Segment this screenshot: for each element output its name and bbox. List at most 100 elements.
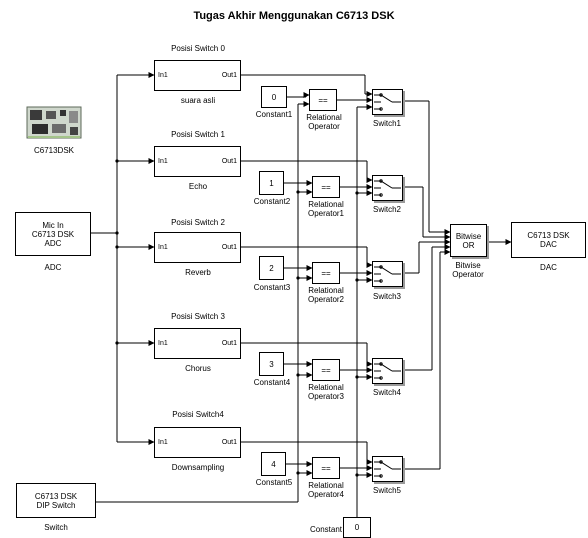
constant-block-bottom[interactable]: 0	[343, 517, 371, 538]
constant-block-2[interactable]: 1	[259, 171, 284, 195]
switch-block-2[interactable]	[372, 175, 403, 201]
constant-block-5[interactable]: 4	[261, 452, 286, 476]
dip-line1: C6713 DSK	[35, 492, 77, 501]
subsystem-block-2[interactable]: In1 Out1	[154, 232, 241, 263]
bitwise-line1: Bitwise	[456, 232, 481, 241]
relational-operator-block-5[interactable]: ==	[312, 457, 340, 479]
subsystem-header-1: Posisi Switch 1	[150, 130, 246, 139]
constant-label-3: Constant3	[248, 283, 296, 292]
diagram-title: Tugas Akhir Menggunakan C6713 DSK	[0, 10, 588, 22]
relop-3-label-line1: Relational	[298, 286, 354, 295]
switch-label-4: Switch4	[366, 388, 408, 397]
constant-3-value: 2	[269, 264, 273, 273]
switch-block-1[interactable]	[372, 89, 403, 115]
constant-label-bottom: Constant	[304, 525, 342, 534]
bitwise-line2: OR	[463, 241, 475, 250]
constant-2-value: 1	[269, 179, 273, 188]
relop-4-label-line1: Relational	[298, 383, 354, 392]
adc-line3: ADC	[45, 239, 62, 248]
adc-label: ADC	[15, 263, 91, 272]
subsystem-label-2: Reverb	[150, 268, 246, 277]
subsystem-3-out-port: Out1	[222, 340, 237, 348]
relop-4-symbol: ==	[321, 366, 330, 375]
relop-1-label-line2: Operator	[296, 122, 352, 131]
relop-5-symbol: ==	[321, 464, 330, 473]
relational-operator-block-1[interactable]: ==	[309, 89, 337, 111]
dac-line1: C6713 DSK	[527, 231, 569, 240]
dac-block[interactable]: C6713 DSK DAC	[511, 222, 586, 258]
relop-5-label-line2: Operator4	[298, 490, 354, 499]
constant-1-value: 0	[272, 93, 276, 102]
relop-5-label-line1: Relational	[298, 481, 354, 490]
subsystem-label-4: Downsampling	[150, 463, 246, 472]
adc-line1: Mic In	[42, 221, 63, 230]
relop-2-label-line1: Relational	[298, 200, 354, 209]
relop-2-symbol: ==	[321, 183, 330, 192]
dsk-board-icon[interactable]	[26, 106, 82, 140]
subsystem-header-2: Posisi Switch 2	[150, 218, 246, 227]
dsk-board-label: C6713DSK	[24, 146, 84, 155]
dip-switch-label: Switch	[16, 523, 96, 532]
adc-block[interactable]: Mic In C6713 DSK ADC	[15, 212, 91, 256]
relop-2-label-line2: Operator1	[298, 209, 354, 218]
adc-line2: C6713 DSK	[32, 230, 74, 239]
subsystem-header-4: Posisi Switch4	[150, 410, 246, 419]
subsystem-1-out-port: Out1	[222, 158, 237, 166]
constant-block-3[interactable]: 2	[259, 256, 284, 280]
subsystem-block-4[interactable]: In1 Out1	[154, 427, 241, 458]
subsystem-3-in-port: In1	[158, 340, 168, 348]
switch-label-5: Switch5	[366, 486, 408, 495]
subsystem-label-3: Chorus	[150, 364, 246, 373]
switch-block-4[interactable]	[372, 358, 403, 384]
relop-4-label-line2: Operator3	[298, 392, 354, 401]
dip-line2: DIP Switch	[37, 501, 76, 510]
switch-label-2: Switch2	[366, 205, 408, 214]
subsystem-1-in-port: In1	[158, 158, 168, 166]
subsystem-2-in-port: In1	[158, 244, 168, 252]
dip-switch-block[interactable]: C6713 DSK DIP Switch	[16, 483, 96, 518]
subsystem-header-0: Posisi Switch 0	[150, 44, 246, 53]
bitwise-label-line2: Operator	[440, 270, 496, 279]
switch-label-1: Switch1	[366, 119, 408, 128]
subsystem-label-1: Echo	[150, 182, 246, 191]
subsystem-4-out-port: Out1	[222, 439, 237, 447]
relop-1-symbol: ==	[318, 96, 327, 105]
constant-bottom-value: 0	[355, 523, 359, 532]
dac-label: DAC	[511, 263, 586, 272]
relop-3-label-line2: Operator2	[298, 295, 354, 304]
dac-line2: DAC	[540, 240, 557, 249]
subsystem-2-out-port: Out1	[222, 244, 237, 252]
relop-3-symbol: ==	[321, 269, 330, 278]
subsystem-block-0[interactable]: In1 Out1	[154, 60, 241, 91]
bitwise-or-block[interactable]: Bitwise OR	[450, 224, 487, 257]
constant-label-1: Constant1	[250, 110, 298, 119]
constant-5-value: 4	[271, 460, 275, 469]
relop-1-label-line1: Relational	[296, 113, 352, 122]
subsystem-0-in-port: In1	[158, 72, 168, 80]
constant-label-4: Constant4	[248, 378, 296, 387]
switch-block-5[interactable]	[372, 456, 403, 482]
switch-label-3: Switch3	[366, 292, 408, 301]
constant-label-5: Constant5	[250, 478, 298, 487]
subsystem-block-3[interactable]: In1 Out1	[154, 328, 241, 359]
switch-block-3[interactable]	[372, 261, 403, 287]
constant-block-4[interactable]: 3	[259, 352, 284, 376]
subsystem-label-0: suara asli	[150, 96, 246, 105]
subsystem-header-3: Posisi Switch 3	[150, 312, 246, 321]
relational-operator-block-3[interactable]: ==	[312, 262, 340, 284]
relational-operator-block-4[interactable]: ==	[312, 359, 340, 381]
subsystem-4-in-port: In1	[158, 439, 168, 447]
bitwise-label-line1: Bitwise	[440, 261, 496, 270]
relational-operator-block-2[interactable]: ==	[312, 176, 340, 198]
subsystem-0-out-port: Out1	[222, 72, 237, 80]
constant-block-1[interactable]: 0	[261, 86, 287, 108]
constant-label-2: Constant2	[248, 197, 296, 206]
subsystem-block-1[interactable]: In1 Out1	[154, 146, 241, 177]
